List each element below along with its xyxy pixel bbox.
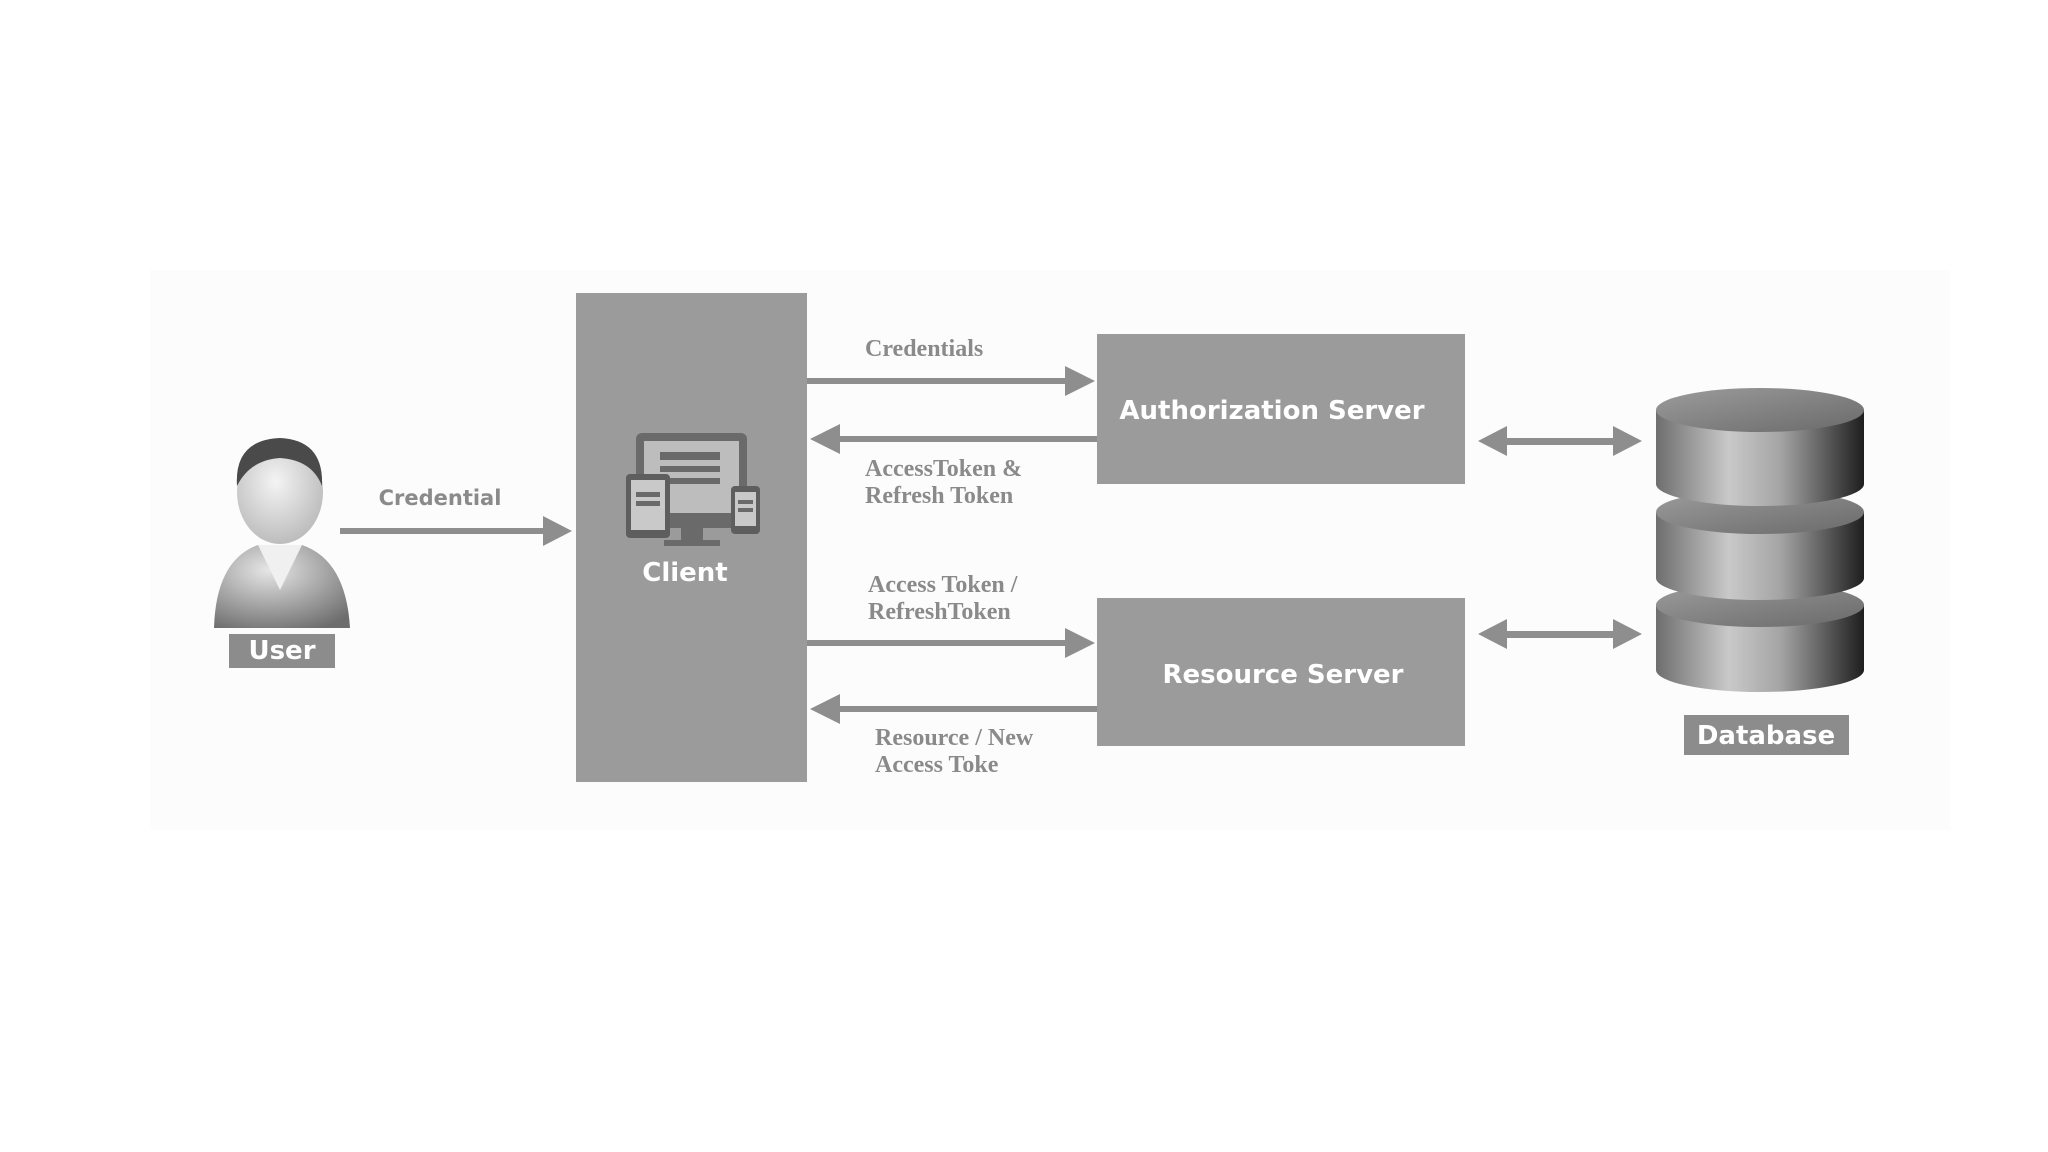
label-resource-to-client: Resource / New Access Toke <box>875 725 1034 778</box>
database-label: Database <box>1697 721 1835 751</box>
resource-server-box <box>1097 598 1465 746</box>
label-resource-to-client-line2: Access Toke <box>875 752 999 778</box>
client-node: Client <box>576 293 807 782</box>
devices-icon <box>626 433 760 546</box>
arrow-auth-to-client <box>810 424 1097 454</box>
arrows <box>340 366 1642 724</box>
arrow-user-to-client <box>340 516 572 546</box>
arrow-resource-to-client <box>810 694 1097 724</box>
resource-server-label: Resource Server <box>1162 660 1403 690</box>
authorization-server-node: Authorization Server <box>1097 334 1465 484</box>
label-resource-to-client-line1: Resource / New <box>875 725 1034 751</box>
database-cylinder-icon <box>1656 388 1864 692</box>
diagram-backdrop <box>150 270 1950 830</box>
label-auth-to-client: AccessToken & Refresh Token <box>865 456 1022 509</box>
label-auth-to-client-line2: Refresh Token <box>865 483 1013 509</box>
arrow-client-to-resource <box>807 628 1095 658</box>
client-label: Client <box>642 558 727 588</box>
authorization-server-box <box>1097 334 1465 484</box>
label-client-to-resource-line1: Access Token / <box>868 572 1018 598</box>
label-auth-to-client-line1: AccessToken & <box>865 456 1022 482</box>
user-label-box <box>229 634 335 668</box>
label-user-to-client: Credential <box>379 486 502 510</box>
user-node: User <box>214 438 350 668</box>
database-label-box <box>1684 715 1849 755</box>
arrow-auth-database <box>1478 426 1642 456</box>
arrow-client-to-auth <box>807 366 1095 396</box>
label-client-to-resource-line2: RefreshToken <box>868 599 1011 625</box>
label-client-to-auth: Credentials <box>865 336 983 362</box>
database-node: Database <box>1656 388 1864 755</box>
label-client-to-resource: Access Token / RefreshToken <box>868 572 1018 625</box>
user-avatar-icon <box>214 438 350 628</box>
resource-server-node: Resource Server <box>1097 598 1465 746</box>
user-label: User <box>248 636 315 666</box>
arrow-resource-database <box>1478 619 1642 649</box>
authorization-server-label: Authorization Server <box>1119 396 1424 426</box>
